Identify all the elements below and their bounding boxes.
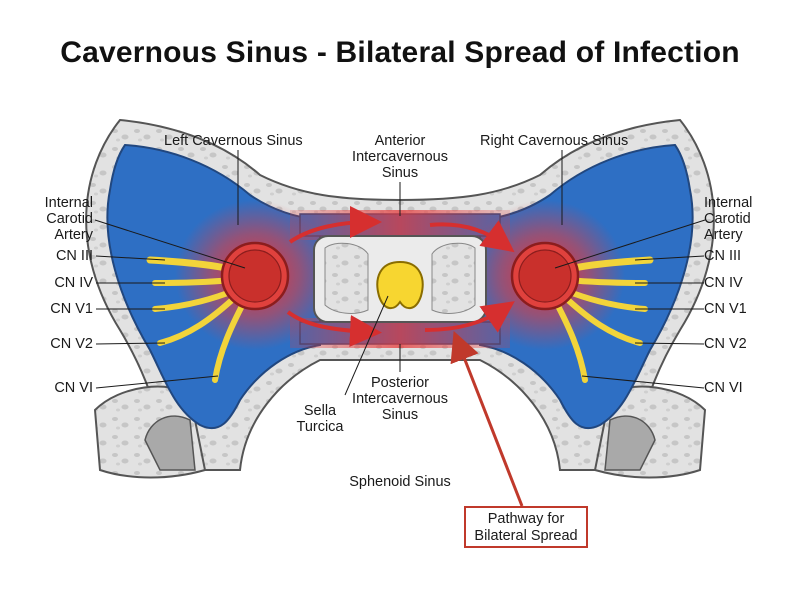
callout-arrow	[450, 330, 524, 507]
sella-turcica-gland	[376, 260, 424, 310]
label-left-cn-iv: CN IV	[54, 275, 93, 291]
anterior-spread-arrow-left	[288, 206, 382, 244]
label-left-cn-v1: CN V1	[50, 301, 93, 317]
callout-pathway-bilateral-spread: Pathway for Bilateral Spread	[464, 506, 588, 548]
label-right-cn-iii: CN III	[704, 248, 742, 264]
label-left-cavernous-sinus: Left Cavernous Sinus	[164, 133, 303, 149]
label-sphenoid-sinus: Sphenoid Sinus	[349, 474, 451, 490]
label-right-cn-v2: CN V2	[704, 336, 747, 352]
label-posterior-intercavernous-sinus: Posterior Intercavernous Sinus	[352, 375, 448, 423]
label-right-internal-carotid-artery: Internal Carotid Artery	[704, 195, 753, 243]
label-left-cn-v2: CN V2	[50, 336, 93, 352]
diagram-title: Cavernous Sinus - Bilateral Spread of In…	[60, 36, 740, 69]
posterior-spread-arrow-left	[286, 310, 382, 347]
label-right-cn-vi: CN VI	[704, 380, 743, 396]
posterior-spread-arrow-right	[424, 301, 515, 333]
label-anterior-intercavernous-sinus: Anterior Intercavernous Sinus	[352, 133, 448, 181]
label-right-cn-iv: CN IV	[704, 275, 743, 291]
label-sella-turcica: Sella Turcica	[296, 403, 344, 435]
label-left-internal-carotid-artery: Internal Carotid Artery	[44, 195, 93, 243]
label-right-cavernous-sinus: Right Cavernous Sinus	[480, 133, 629, 149]
label-left-cn-vi: CN VI	[54, 380, 93, 396]
anterior-spread-arrow-right	[429, 220, 515, 253]
label-right-cn-v1: CN V1	[704, 301, 747, 317]
label-left-cn-iii: CN III	[55, 248, 93, 264]
